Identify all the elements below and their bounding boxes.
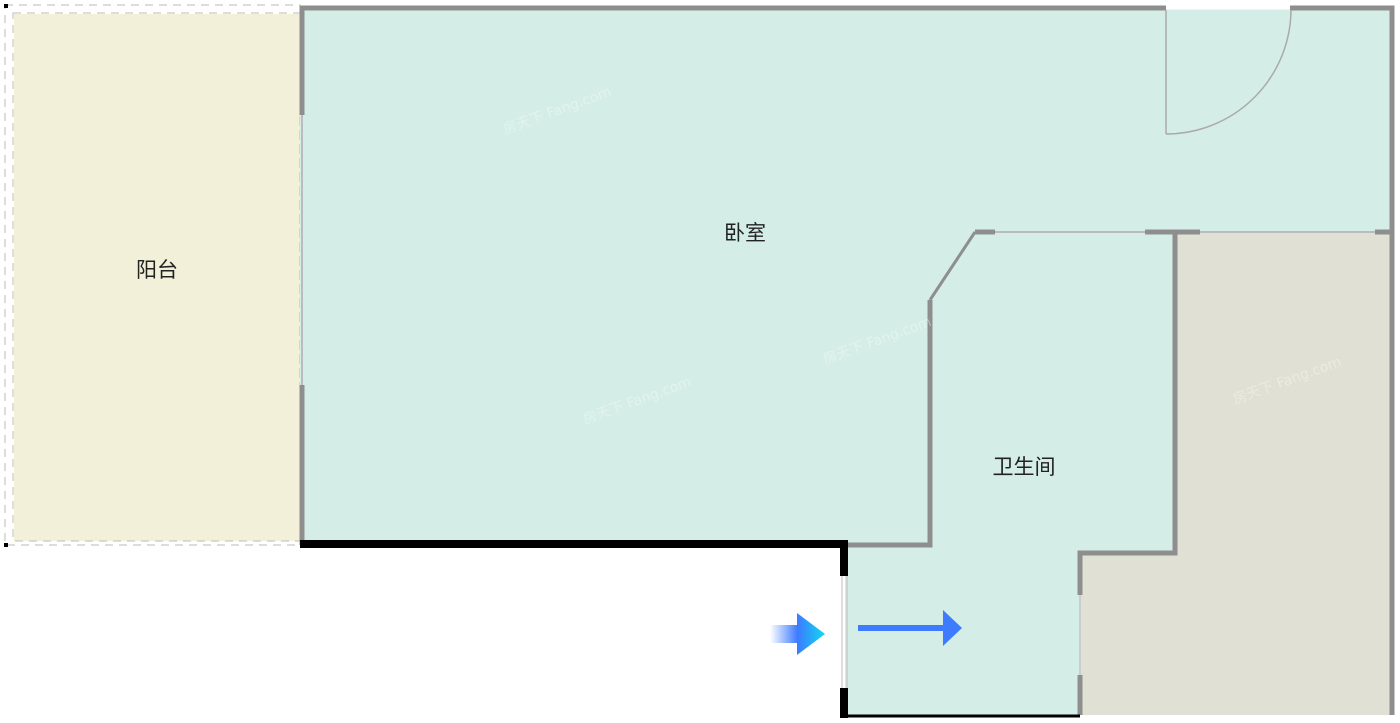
unlabeled-room-area (1080, 232, 1392, 715)
corner-marker (4, 4, 8, 8)
entrance-arrow-icon (770, 613, 825, 655)
door-swing (1165, 9, 1292, 135)
walls (299, 5, 1395, 715)
bedroom-area (300, 8, 1392, 715)
corner-marker (4, 543, 8, 547)
room-label-balcony: 阳台 (136, 258, 178, 282)
balcony-area (14, 14, 300, 541)
room-label-bedroom: 卧室 (724, 221, 766, 245)
exterior-walls (300, 540, 1080, 718)
direction-arrow-icon (858, 610, 962, 646)
room-label-bathroom: 卫生间 (992, 455, 1056, 479)
